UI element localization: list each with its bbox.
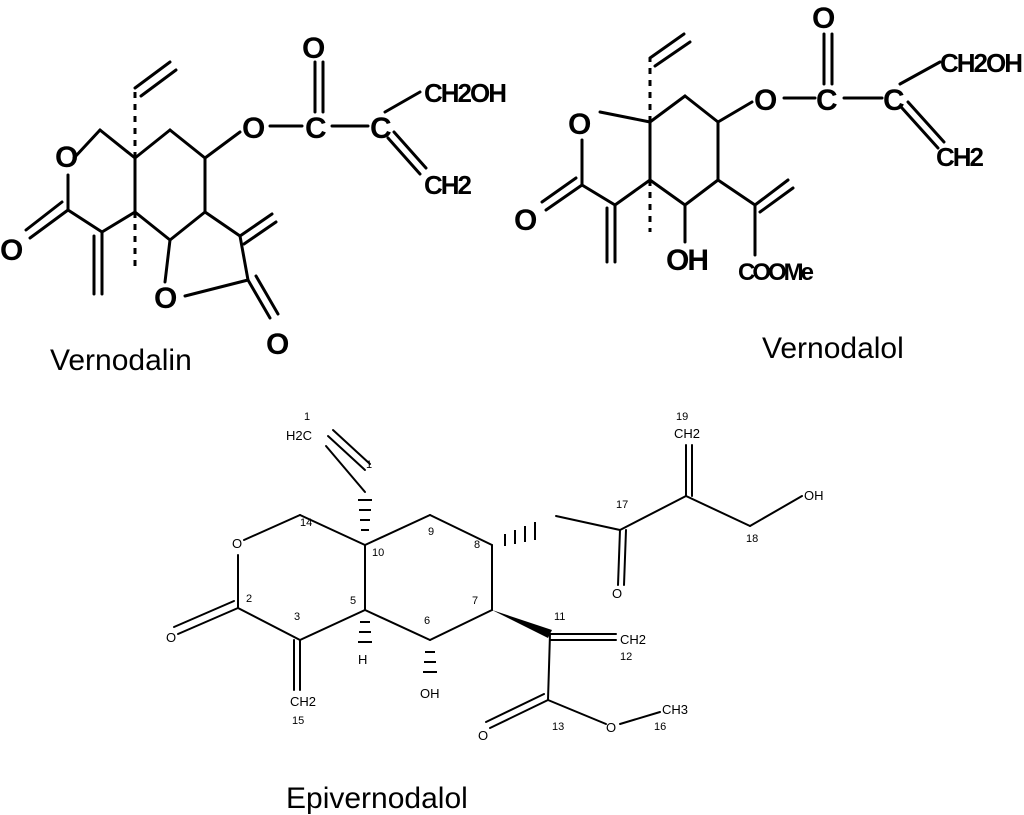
epi-num: 12 — [620, 651, 632, 663]
vernodalin-c-ester: C — [305, 112, 327, 145]
epi-o-ester-carbonyl: O — [612, 586, 622, 601]
epi-num: 8 — [474, 539, 480, 551]
epi-num: 1 — [304, 411, 310, 423]
vernodalin-o-ester-carbonyl: O — [302, 32, 325, 65]
epi-num: 19 — [676, 411, 688, 423]
vernodalol-o-ester-carbonyl: O — [812, 2, 835, 35]
epi-ch2-bottom: CH2 — [290, 694, 316, 709]
epi-num: 13 — [552, 721, 564, 733]
vernodalol-ch2oh: CH2OH — [940, 48, 1022, 78]
epi-num: 15 — [292, 715, 304, 727]
vernodalol-c-alpha: C — [883, 84, 905, 117]
epi-num: 14 — [300, 517, 312, 529]
vernodalin-o-ester: O — [242, 112, 265, 145]
vernodalol-oh: OH — [666, 244, 707, 277]
epivernodalol-label: Epivernodalol — [286, 782, 468, 815]
epi-h: H — [358, 652, 367, 667]
epivernodalol-structure: O O H2C CH2 OH O CH2 O O CH3 CH2 H OH 1 … — [166, 411, 824, 743]
epi-num: 3 — [294, 611, 300, 623]
epi-num: 17 — [616, 499, 628, 511]
epi-ch2-top: CH2 — [674, 426, 700, 441]
epi-num: 2 — [246, 593, 252, 605]
epi-oh-bottom: OH — [420, 686, 440, 701]
epi-num: 10 — [372, 547, 384, 559]
epi-num: 9 — [428, 526, 434, 538]
vernodalin-structure: O O O O O C O C CH2OH CH2 — [0, 32, 508, 361]
epi-ch3: CH3 — [662, 702, 688, 717]
epi-num: 5 — [350, 595, 356, 607]
vernodalin-o-lactone: O — [154, 282, 177, 315]
vernodalol-o-carbonyl: O — [514, 204, 537, 237]
epi-o-methoxy-carbonyl: O — [478, 728, 488, 743]
vernodalin-o-lactone-carbonyl: O — [266, 328, 289, 361]
vernodalin-label: Vernodalin — [50, 344, 192, 377]
epi-num: 1 — [366, 459, 372, 471]
epi-num: 16 — [654, 721, 666, 733]
epi-oh-right: OH — [804, 488, 824, 503]
epi-o-carbonyl: O — [166, 630, 176, 645]
epi-o-ring: O — [232, 536, 242, 551]
vernodalin-ch2oh: CH2OH — [424, 78, 506, 108]
epi-o-methoxy: O — [606, 720, 616, 735]
vernodalin-o-ring: O — [55, 141, 78, 174]
epi-num: 18 — [746, 533, 758, 545]
epi-num: 6 — [424, 615, 430, 627]
vernodalin-ch2: CH2 — [424, 170, 472, 200]
vernodalol-label: Vernodalol — [762, 332, 904, 365]
vernodalol-structure: O O OH COOMe O C O C CH2OH CH2 — [514, 2, 1024, 286]
vernodalol-coome: COOMe — [738, 259, 814, 286]
epi-num: 11 — [554, 611, 565, 623]
epi-num: 7 — [472, 595, 478, 607]
vernodalol-o-ester: O — [754, 84, 777, 117]
vernodalol-o-ring: O — [568, 108, 591, 141]
vernodalol-ch2: CH2 — [936, 142, 984, 172]
epi-ch2-side: CH2 — [620, 632, 646, 647]
epi-h2c: H2C — [286, 428, 312, 443]
vernodalin-o-carbonyl-left: O — [0, 234, 23, 267]
vernodalin-c-alpha: C — [370, 112, 392, 145]
vernodalol-c-ester: C — [816, 84, 838, 117]
